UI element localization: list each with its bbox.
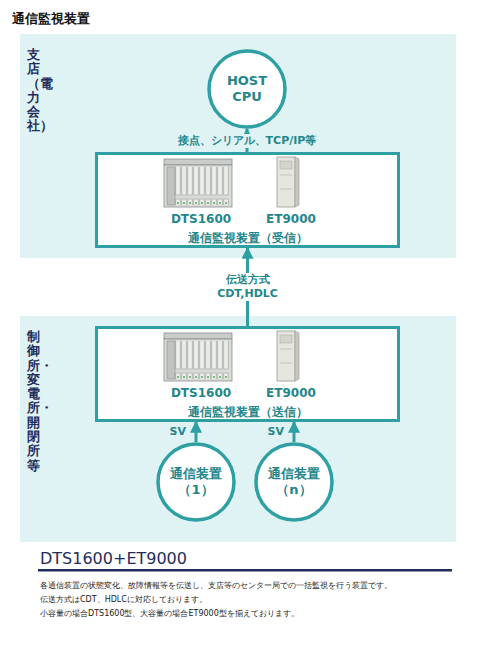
tower-cabinet [277,157,299,207]
monitor-box: DTS1600 ET9000 通信監視装置（送信） [95,326,400,422]
edge-label: 接点、シリアル、TCP/IP等 [176,134,319,148]
band-ground [20,316,456,542]
model-name: ET9000 [266,386,316,400]
model-name: DTS1600 [171,386,231,400]
page-title: 通信監視装置 [12,10,90,28]
description-line: 伝送方式はCDT、HDLCに対応しております。 [40,594,207,605]
model-name: DTS1600 [171,212,231,226]
circle-shape [158,444,234,520]
signal-arrow [293,422,296,442]
rack-unit [164,333,232,381]
device-circle: HOST CPU [207,49,287,129]
edge-label: SV [168,425,188,439]
device-name: HOST CPU [216,73,278,104]
rack-unit [164,159,232,207]
heading-underline [38,569,452,572]
site-name: 制御所・変電所・開閉所等 [27,330,40,473]
description-line: 各通信装置の状態変化、故障情報等を伝送し、支店等のセンター局での一括監視を行う装… [40,580,392,591]
model-name: ET9000 [266,212,316,226]
device-circle: 通信装置 （n） [254,442,334,522]
monitor-box: DTS1600 ET9000 通信監視装置（受信） [95,152,400,248]
circle-body: 通信装置 （n） [254,442,334,522]
edge-label: SV [266,425,286,439]
tower-cabinet [277,331,299,381]
circle-body: 通信装置 （1） [156,442,236,522]
device-name: 通信装置 （1） [165,466,227,497]
circle-shape [256,444,332,520]
product-heading: DTS1600+ET9000 [40,549,187,568]
edge-label: 伝送方式 CDT,HDLC [210,273,286,301]
site-name: 支店（電力会社） [27,48,40,134]
circle-body: HOST CPU [207,49,287,129]
device-circle: 通信装置 （1） [156,442,236,522]
unit-name: 通信監視装置（送信） [188,405,308,419]
unit-name: 通信監視装置（受信） [188,231,308,245]
site-band: DTS1600 ET9000 通信監視装置（送信） 通信装置 （1） 通信装置 （n） 制… [20,316,456,542]
signal-arrow [195,422,198,442]
description-line: 小容量の場合DTS1600型、大容量の場合ET9000型を揃えております。 [40,608,299,619]
circle-shape [209,51,285,127]
device-name: 通信装置 （n） [263,466,325,497]
band-ground [20,34,456,258]
